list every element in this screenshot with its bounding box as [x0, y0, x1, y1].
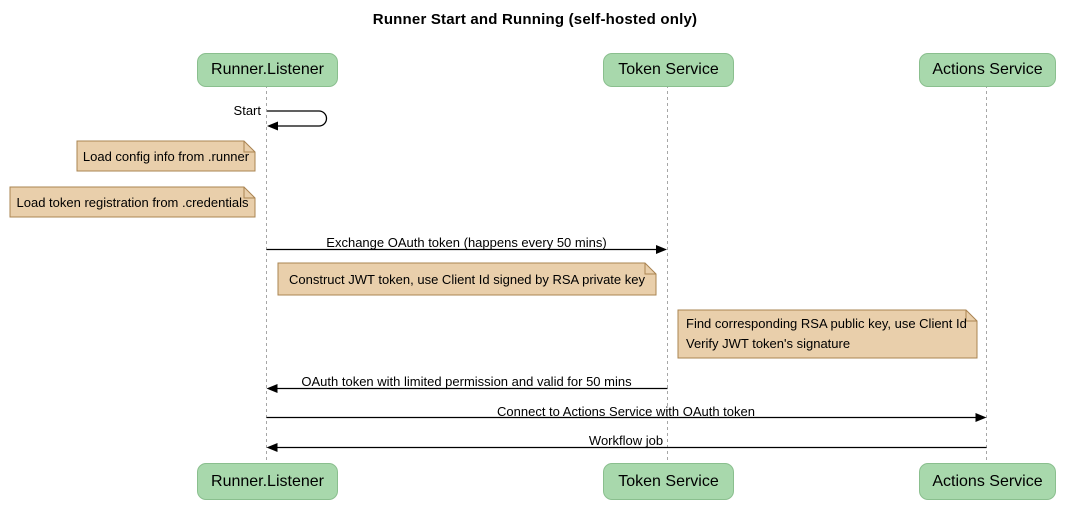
message-workflow-job-label: Workflow job: [588, 433, 664, 448]
participant-label: Token Service: [618, 472, 719, 490]
arrowhead-connect-actions: [975, 413, 987, 422]
note-verify-jwt-line1: Find corresponding RSA public key, use C…: [686, 316, 967, 331]
note-load-token-registration: Load token registration from .credential…: [16, 194, 249, 210]
note-verify-jwt-line2: Verify JWT token's signature: [686, 336, 851, 351]
message-exchange-oauth-label: Exchange OAuth token (happens every 50 m…: [326, 235, 607, 250]
note-shape-construct-jwt: [277, 262, 657, 296]
arrowhead-oauth-return: [266, 384, 278, 393]
note-shape-load-config: [76, 140, 256, 172]
arrow-start-self-loop: [267, 110, 328, 127]
participant-label: Runner.Listener: [211, 472, 324, 490]
participant-label: Runner.Listener: [211, 61, 324, 78]
note-shape-verify-jwt: [677, 309, 978, 359]
participant-runner-listener-top: Runner.Listener: [197, 53, 338, 87]
arrowhead-exchange-oauth: [656, 245, 667, 254]
participant-label: Actions Service: [932, 61, 1043, 78]
message-oauth-return-label: OAuth token with limited permission and …: [301, 374, 632, 389]
arrowhead-start: [267, 121, 278, 131]
participant-label: Actions Service: [932, 472, 1043, 490]
participant-token-service-top: Token Service: [603, 53, 734, 87]
note-load-config: Load config info from .runner: [82, 148, 250, 164]
diagram-title: Runner Start and Running (self-hosted on…: [372, 11, 698, 28]
participant-runner-listener-bottom: Runner.Listener: [197, 463, 338, 500]
arrowhead-workflow-job: [266, 443, 278, 452]
message-start-label: Start: [233, 103, 261, 118]
participant-label: Token Service: [618, 61, 719, 78]
participant-token-service-bottom: Token Service: [603, 463, 734, 500]
participant-actions-service-bottom: Actions Service: [919, 463, 1056, 500]
message-connect-actions-label: Connect to Actions Service with OAuth to…: [497, 404, 755, 419]
note-construct-jwt: Construct JWT token, use Client Id signe…: [289, 271, 645, 287]
note-verify-jwt: Find corresponding RSA public key, use C…: [678, 310, 993, 358]
participant-actions-service-top: Actions Service: [919, 53, 1056, 87]
note-shape-load-token-registration: [9, 186, 256, 218]
